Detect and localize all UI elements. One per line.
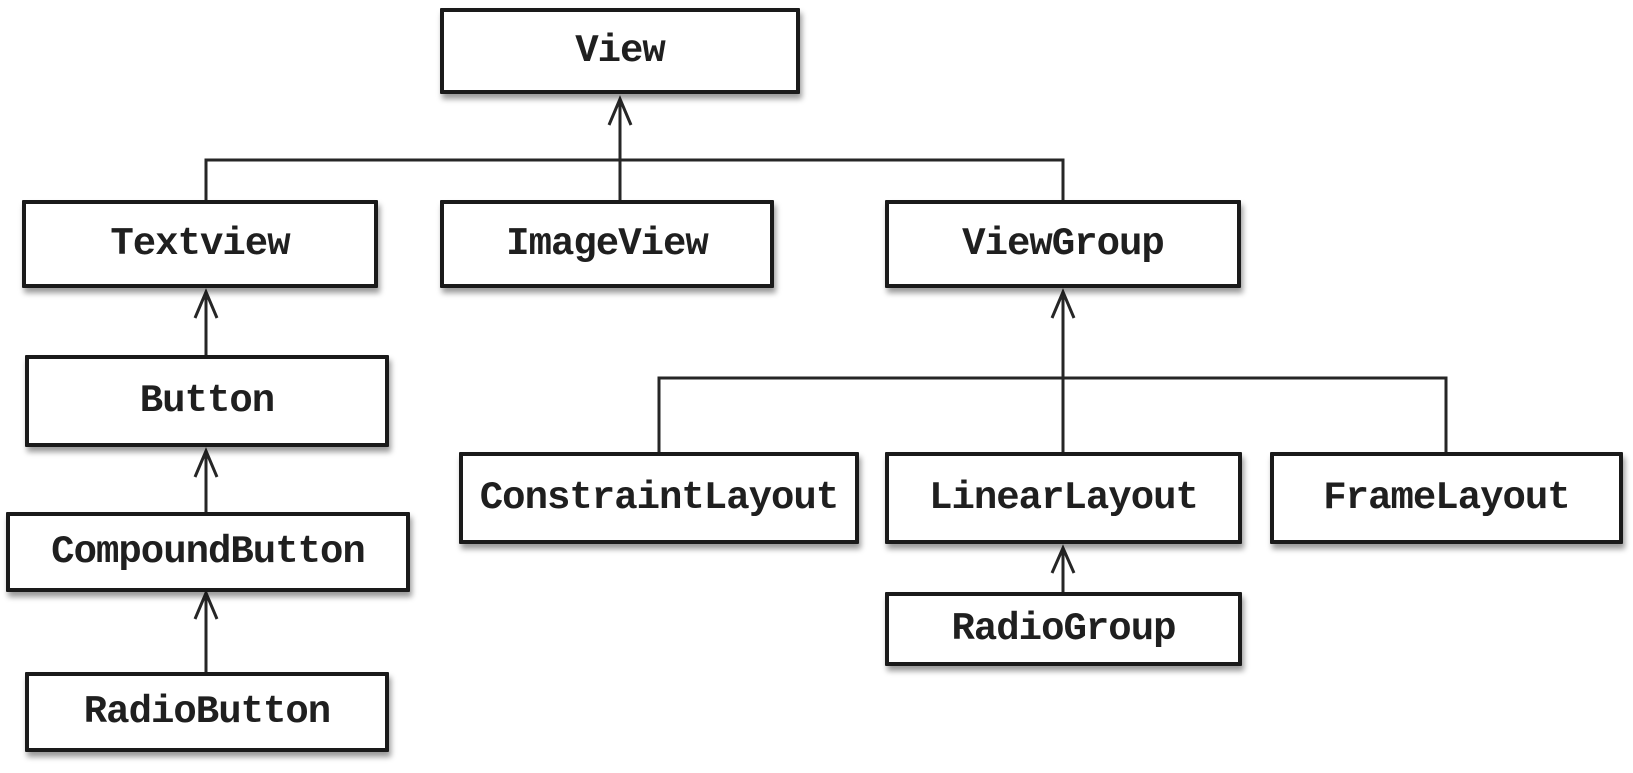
node-constraintlayout: ConstraintLayout (459, 452, 859, 544)
node-imageview: ImageView (440, 200, 774, 288)
edge-button-textview-arrowhead (193, 288, 219, 319)
edge-compoundbutton-button-arrowhead (193, 447, 219, 478)
node-textview: Textview (22, 200, 378, 288)
edge-viewchildren-bus-line (204, 158, 1065, 200)
node-viewgroup: ViewGroup (885, 200, 1241, 288)
node-button: Button (25, 355, 389, 447)
node-view: View (440, 8, 800, 94)
edge-viewgroupchildren-bus-line (657, 376, 1448, 452)
edge-viewgroup-arrowhead (1050, 288, 1076, 319)
node-linearlayout: LinearLayout (885, 452, 1242, 544)
edge-radiobutton-compoundbutton-arrowhead (193, 589, 219, 620)
node-compoundbutton: CompoundButton (6, 512, 410, 592)
edge-view-arrowhead (607, 95, 633, 126)
edge-radiogroup-linearlayout-arrowhead (1050, 544, 1076, 574)
node-radiobutton: RadioButton (25, 672, 389, 752)
node-radiogroup: RadioGroup (885, 592, 1242, 666)
node-framelayout: FrameLayout (1270, 452, 1623, 544)
